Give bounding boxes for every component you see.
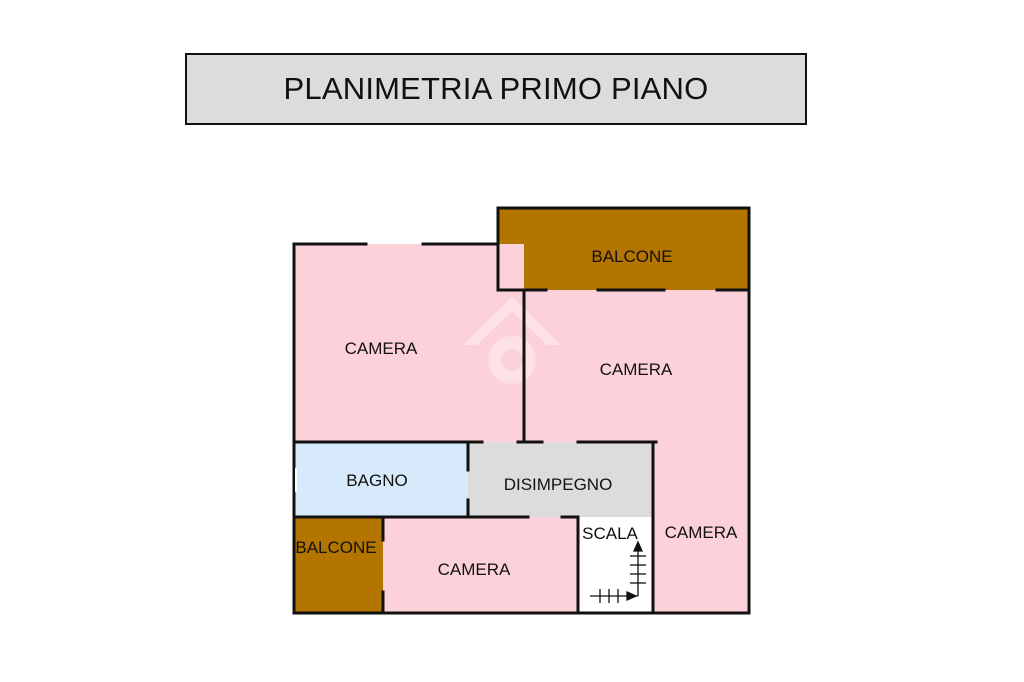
room-camera-right <box>653 442 749 613</box>
label-bagno: BAGNO <box>346 471 407 490</box>
page-title: PLANIMETRIA PRIMO PIANO <box>283 71 709 106</box>
label-camera-top-right: CAMERA <box>600 360 673 379</box>
stair-arrow-icon <box>590 540 646 603</box>
label-camera-top-left: CAMERA <box>345 339 418 358</box>
room-bagno <box>294 442 468 517</box>
label-balcone-top: BALCONE <box>591 247 672 266</box>
label-camera-bottom: CAMERA <box>438 560 511 579</box>
label-balcone-bottom: BALCONE <box>295 538 376 557</box>
label-disimpegno: DISIMPEGNO <box>504 475 613 494</box>
room-balcone-bottom <box>294 517 383 613</box>
room-camera-top-left <box>294 244 524 442</box>
room-disimpegno <box>468 442 653 517</box>
room-balcone-top <box>498 208 749 290</box>
room-camera-bottom <box>383 517 578 613</box>
label-camera-right: CAMERA <box>665 523 738 542</box>
title-box: PLANIMETRIA PRIMO PIANO <box>185 53 807 125</box>
walls <box>292 206 751 615</box>
room-camera-top-right <box>524 290 749 442</box>
label-scala: SCALA <box>582 524 638 543</box>
